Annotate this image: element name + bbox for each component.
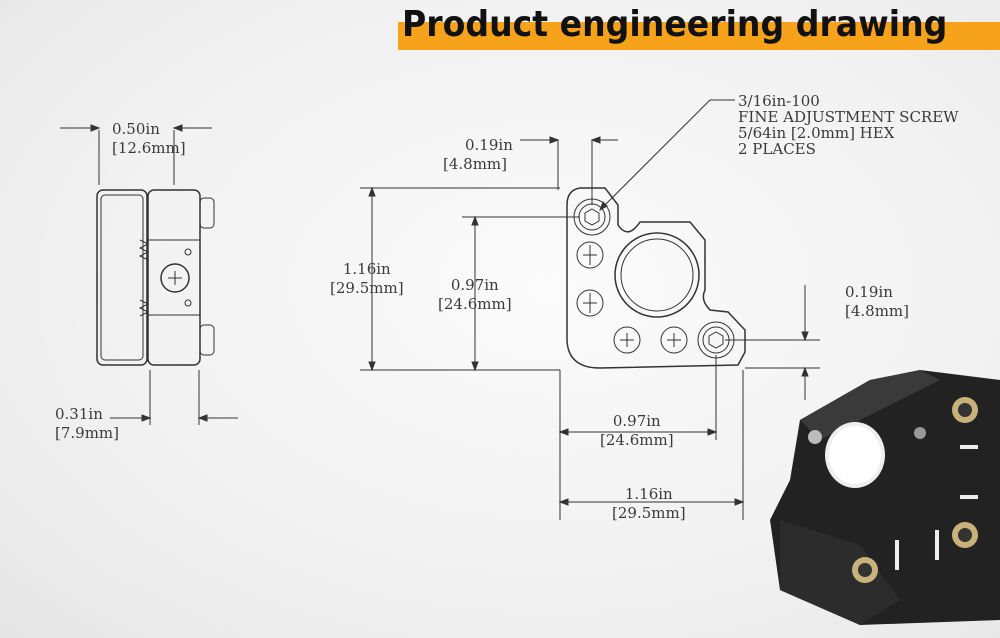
dim-in: 0.31in bbox=[55, 405, 103, 423]
dim-in: 0.19in bbox=[465, 136, 513, 154]
dim-in: 1.16in bbox=[624, 485, 673, 503]
dim-mm: [29.5mm] bbox=[330, 279, 404, 297]
dim-mm: [29.5mm] bbox=[612, 504, 686, 522]
title-banner bbox=[398, 22, 1000, 50]
dim-screw-offset-top: 0.19in[4.8mm] bbox=[443, 136, 513, 174]
callout-line: 5/64in [2.0mm] HEX bbox=[738, 124, 895, 142]
dim-height-center: 0.97in[24.6mm] bbox=[438, 276, 512, 314]
product-photo bbox=[770, 370, 1000, 625]
dim-mm: [4.8mm] bbox=[443, 155, 508, 173]
dim-mm: [24.6mm] bbox=[438, 295, 512, 313]
dim-side-width-top: 0.50in[12.6mm] bbox=[112, 120, 186, 158]
front-view bbox=[360, 99, 820, 520]
screw-callout: 3/16in-100 FINE ADJUSTMENT SCREW 5/64in … bbox=[738, 93, 959, 157]
dim-in: 0.50in bbox=[112, 120, 160, 138]
dim-in: 0.19in bbox=[845, 283, 893, 301]
callout-line: FINE ADJUSTMENT SCREW bbox=[738, 108, 959, 126]
dim-in: 0.97in bbox=[450, 276, 499, 294]
dim-in: 0.97in bbox=[612, 412, 661, 430]
mounting-holes bbox=[576, 241, 688, 354]
dim-width-center: 0.97in[24.6mm] bbox=[600, 412, 674, 450]
dim-side-width-bottom: 0.31in[7.9mm] bbox=[55, 405, 119, 443]
callout-line: 3/16in-100 bbox=[738, 92, 820, 110]
dim-in: 1.16in bbox=[342, 260, 391, 278]
dim-height-total: 1.16in[29.5mm] bbox=[330, 260, 404, 298]
dim-screw-offset-right: 0.19in[4.8mm] bbox=[845, 283, 909, 321]
dim-mm: [24.6mm] bbox=[600, 431, 674, 449]
callout-line: 2 PLACES bbox=[738, 140, 816, 158]
page-title: Product engineering drawing bbox=[402, 4, 948, 45]
dim-width-total: 1.16in[29.5mm] bbox=[612, 485, 686, 523]
side-view bbox=[60, 124, 238, 425]
dim-mm: [12.6mm] bbox=[112, 139, 186, 157]
dim-mm: [7.9mm] bbox=[55, 424, 120, 442]
dim-mm: [4.8mm] bbox=[845, 302, 910, 320]
